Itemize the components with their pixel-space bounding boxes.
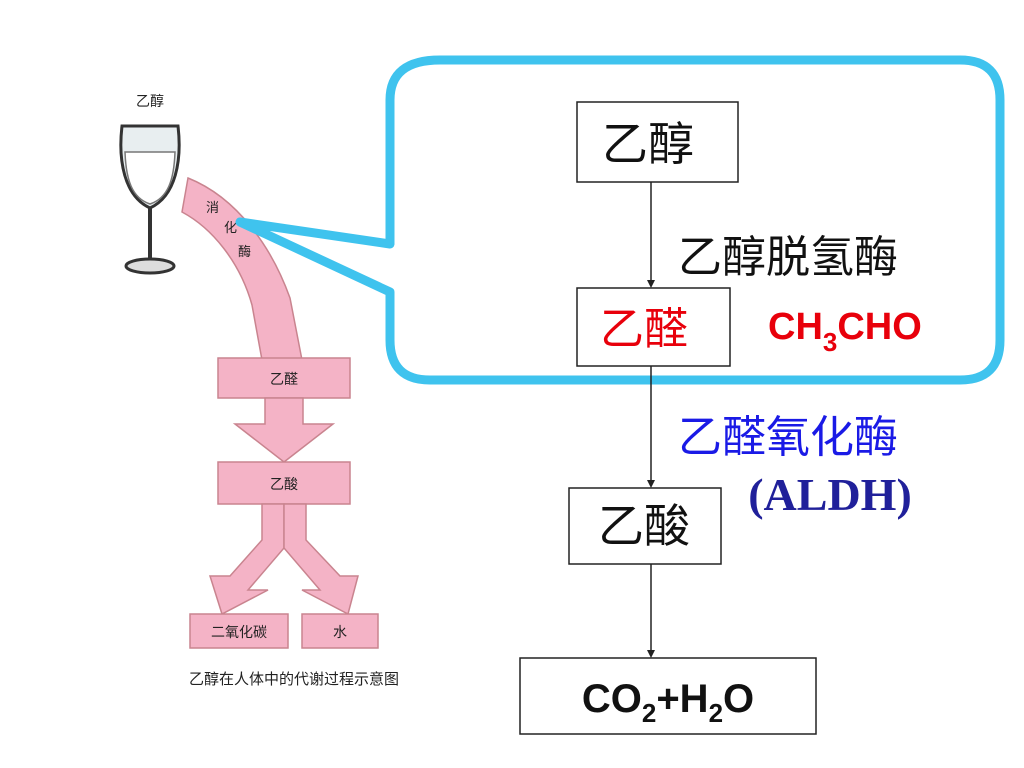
step-label-acetic-acid: 乙酸 (270, 477, 298, 493)
acetic-acid-label: 乙酸 (598, 499, 690, 553)
product-box-co2 (189, 613, 289, 649)
arrowhead-2 (647, 480, 655, 488)
enzyme-label-char-1: 消 (206, 201, 219, 216)
split-arrow-left (208, 503, 285, 616)
arrowhead-1 (647, 280, 655, 288)
figure-caption: 乙醇在人体中的代谢过程示意图 (189, 670, 399, 688)
down-arrow-1 (232, 397, 336, 463)
split-arrow-right (283, 503, 359, 616)
product-box-water (301, 613, 379, 649)
digestive-enzyme-arrow (181, 176, 303, 361)
final-product-box (519, 657, 817, 735)
product-label-co2: 二氧化碳 (211, 625, 267, 641)
ethanol-label: 乙醇 (602, 117, 694, 171)
step-label-acetaldehyde: 乙醛 (270, 372, 298, 388)
product-label-water: 水 (333, 625, 347, 641)
ethanol-box (576, 101, 739, 183)
acetic-acid-box (568, 487, 722, 565)
final-product-formula: CO2+H2O (582, 677, 754, 728)
glass-label: 乙醇 (136, 93, 164, 110)
step-box-acetic-acid (217, 461, 351, 505)
wine-glass-icon (119, 124, 181, 275)
acetaldehyde-box (576, 287, 731, 367)
acetaldehyde-formula: CH3CHO (768, 306, 922, 357)
enzyme1-label: 乙醇脱氢酶 (678, 232, 898, 283)
callout-bubble (235, 55, 1005, 385)
acetaldehyde-label: 乙醛 (600, 304, 688, 355)
arrowhead-3 (647, 650, 655, 658)
enzyme2-label: 乙醛氧化酶 (678, 412, 898, 463)
enzyme-label-char-2: 化 (224, 221, 237, 236)
enzyme2-abbr: (ALDH) (748, 469, 912, 520)
enzyme-label-char-3: 酶 (238, 244, 251, 260)
